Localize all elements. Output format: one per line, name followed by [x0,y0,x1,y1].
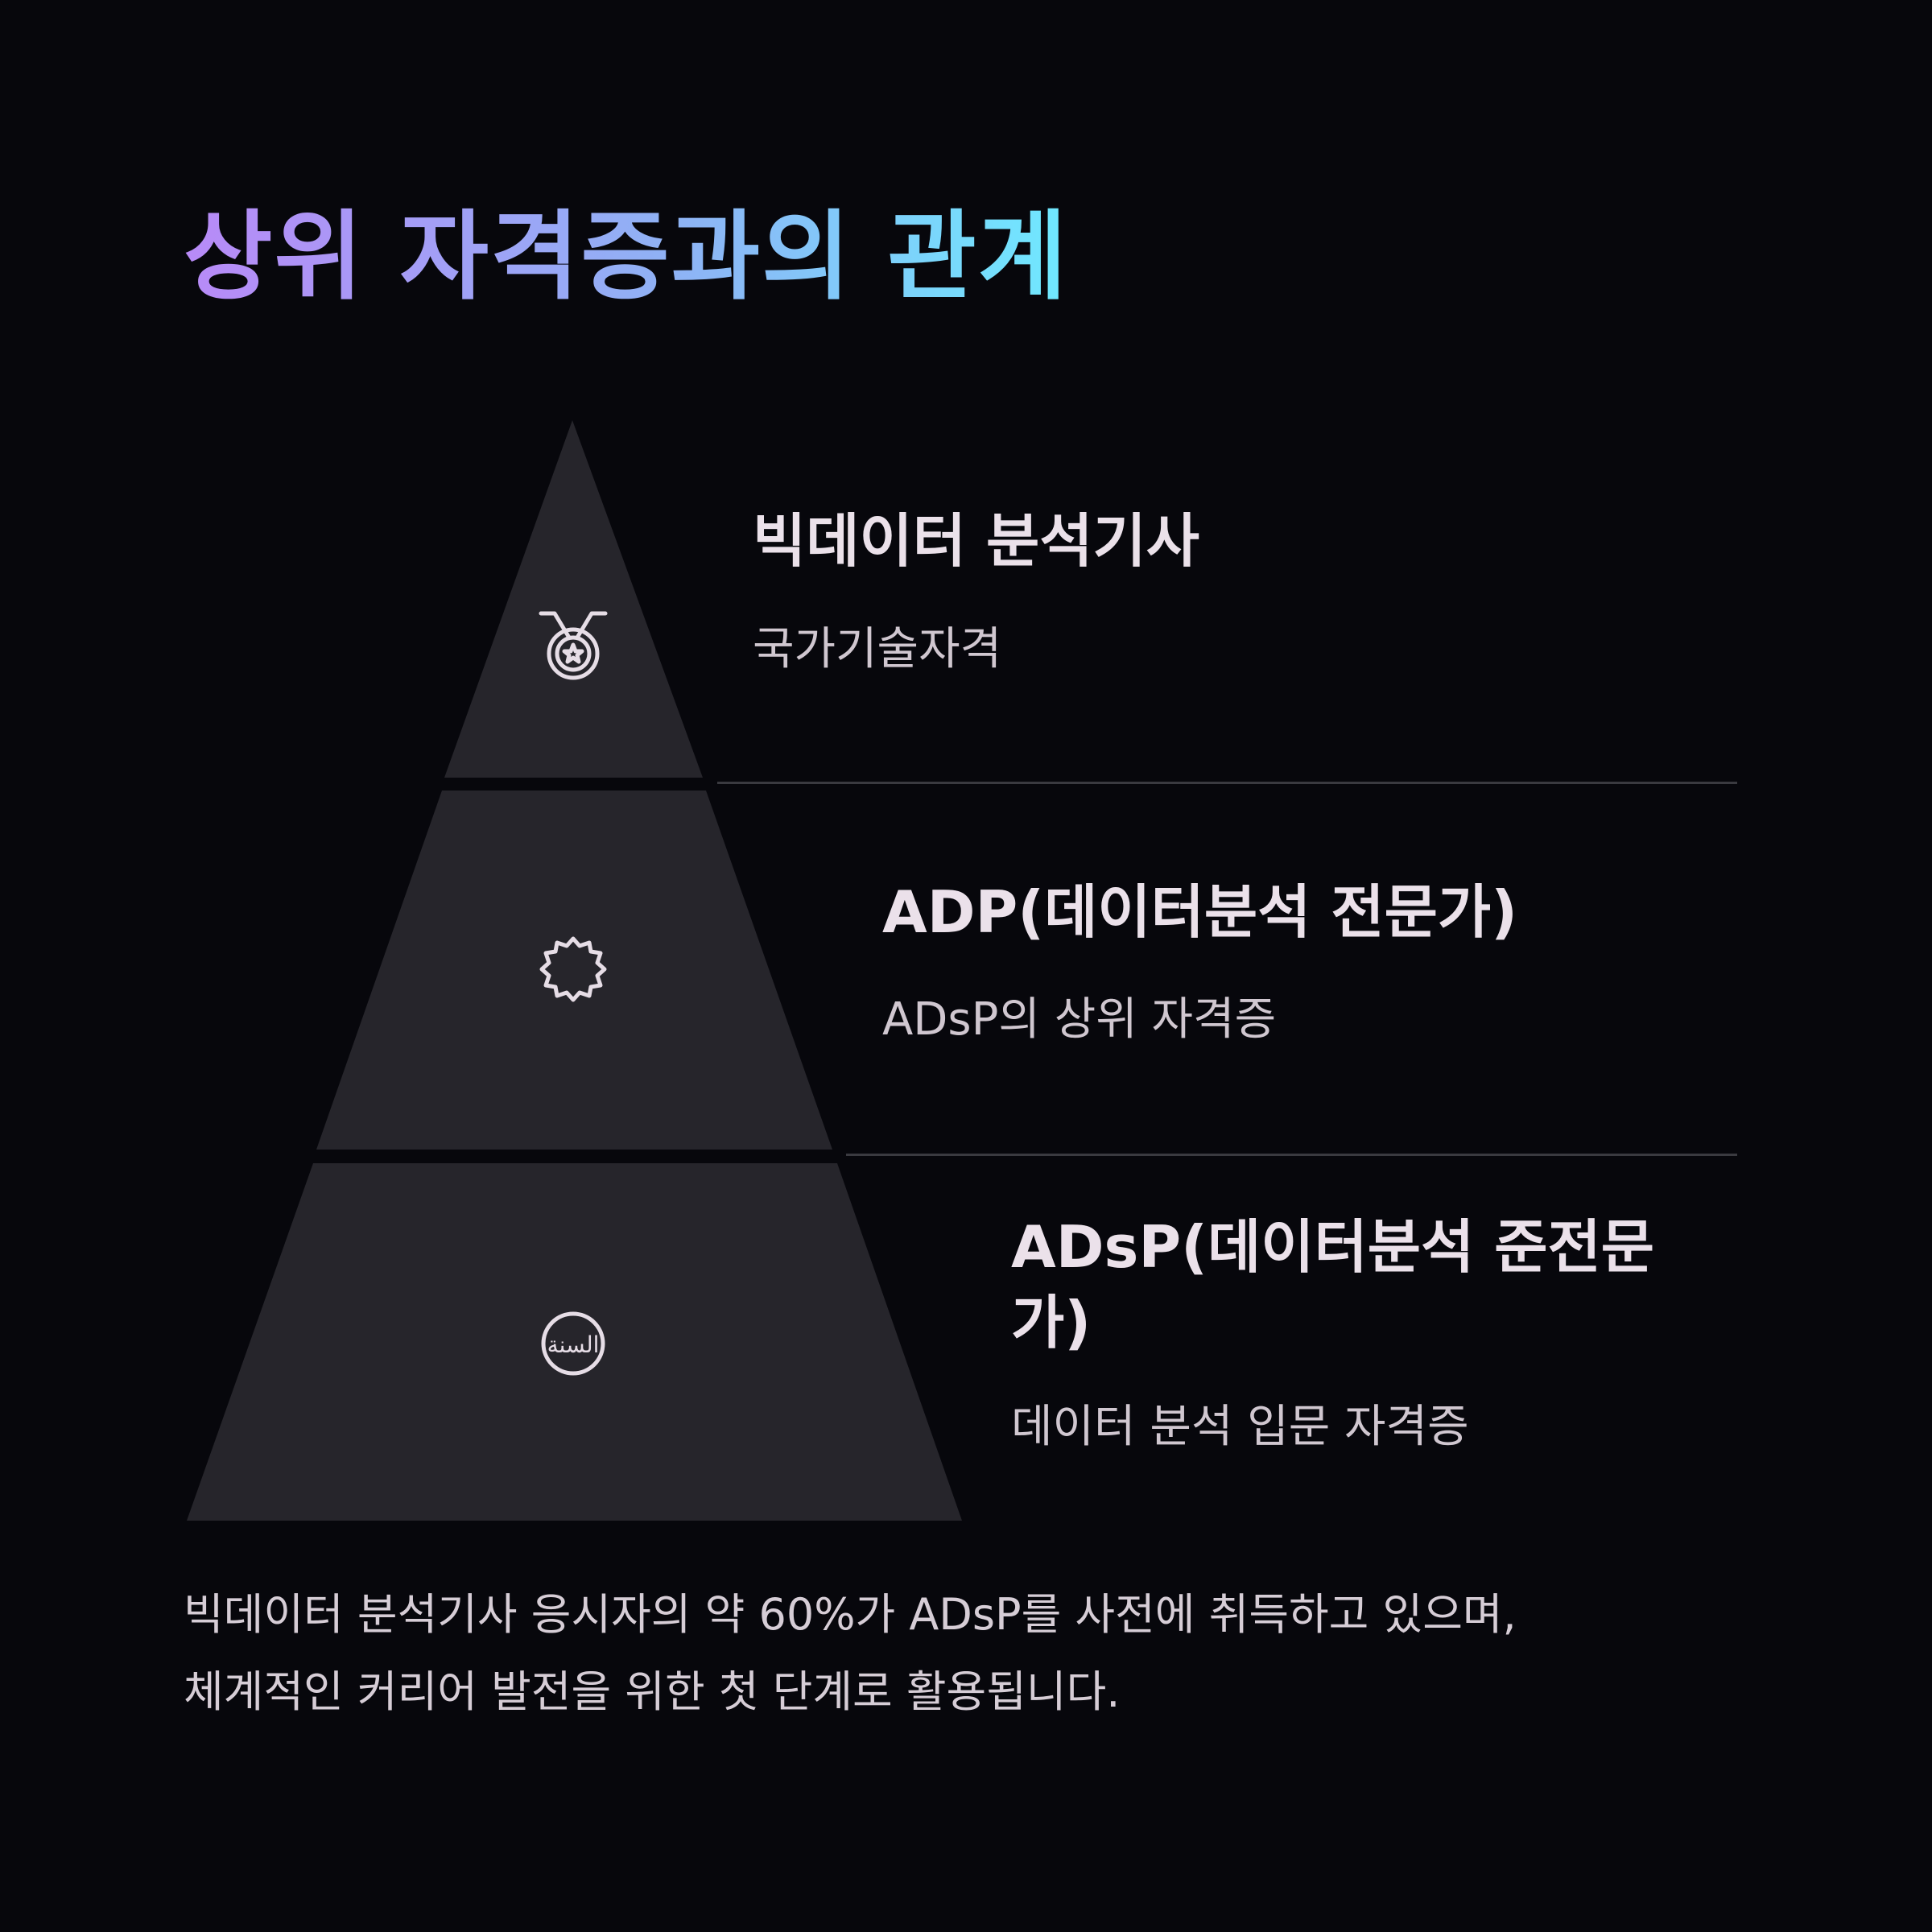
tier-desc-middle: ADsP의 상위 자격증 [882,993,1277,1046]
footnote: 빅데이터 분석기사 응시자의 약 60%가 ADsP를 사전에 취득하고 있으며… [184,1576,1794,1731]
tier-name-top: 빅데이터 분석기사 [753,507,1199,575]
tier-divider-middle [846,1154,1737,1156]
tier-name-bottom: ADsP(데이터분석 준전문가) [1011,1213,1655,1356]
tier-desc-top: 국가기술자격 [753,623,1002,675]
arabic-seal-icon: السنة [541,1311,605,1376]
badge-icon [539,936,607,1002]
footnote-line-1: 빅데이터 분석기사 응시자의 약 60%가 ADsP를 사전에 취득하고 있으며… [184,1589,1517,1640]
tier-name-middle: ADP(데이터분석 전문가) [882,878,1518,946]
svg-text:السنة: السنة [547,1331,600,1358]
pyramid-tier-bottom [187,1163,962,1521]
tier-divider-top [717,782,1737,784]
tier-desc-bottom: 데이터 분석 입문 자격증 [1011,1401,1469,1453]
page-title: 상위 자격증과의 관계 [184,201,1069,313]
pyramid-tier-top [444,420,703,778]
medal-star-icon [539,611,608,680]
pyramid-tier-middle [316,791,832,1150]
footnote-line-2: 체계적인 커리어 발전을 위한 첫 단계로 활용됩니다. [184,1666,1121,1717]
